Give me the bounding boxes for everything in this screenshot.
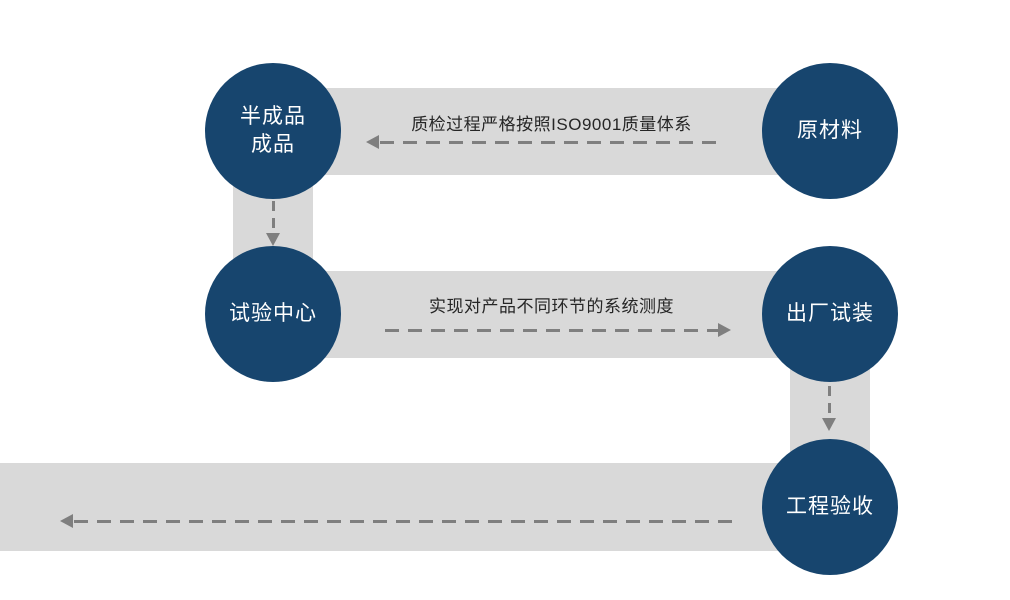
connector-band-bottom xyxy=(0,463,830,551)
edge-label-measure: 实现对产品不同环节的系统测度 xyxy=(429,297,674,316)
node-acceptance: 工程验收 xyxy=(762,439,898,575)
dashed-line-vertical-left xyxy=(272,201,275,235)
dashed-line-middle xyxy=(385,329,718,332)
node-semi-finished: 半成品 成品 xyxy=(205,63,341,199)
arrowhead-left-top-icon xyxy=(366,135,379,149)
node-raw-material: 原材料 xyxy=(762,63,898,199)
arrowhead-down-right-icon xyxy=(822,418,836,431)
arrowhead-right-middle-icon xyxy=(718,323,731,337)
dashed-line-bottom xyxy=(74,520,740,523)
node-test-center: 试验中心 xyxy=(205,246,341,382)
dashed-line-top xyxy=(380,141,722,144)
dashed-line-vertical-right xyxy=(828,386,831,420)
arrowhead-down-left-icon xyxy=(266,233,280,246)
connector-band-top xyxy=(273,88,830,175)
arrowhead-left-bottom-icon xyxy=(60,514,73,528)
node-factory-trial: 出厂试装 xyxy=(762,246,898,382)
edge-label-iso: 质检过程严格按照ISO9001质量体系 xyxy=(411,115,692,134)
connector-band-middle xyxy=(273,271,830,358)
